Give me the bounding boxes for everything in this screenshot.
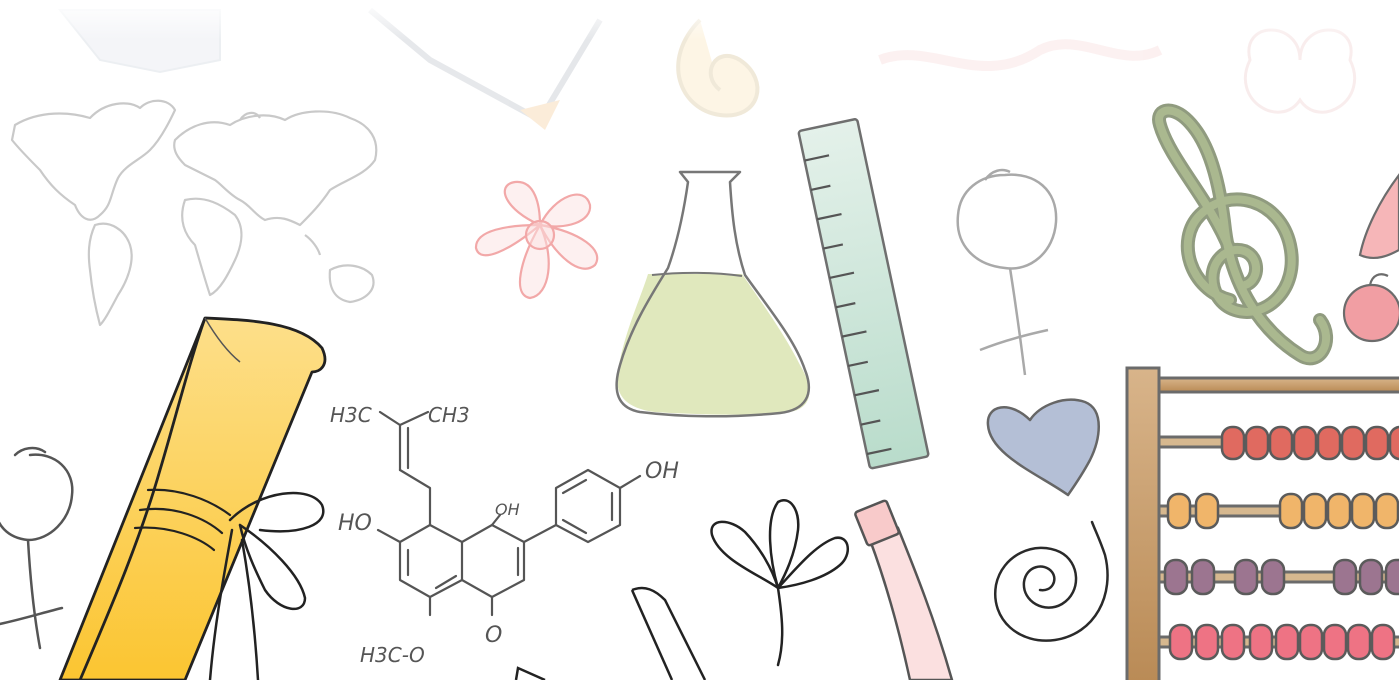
erlenmeyer-flask-doodle xyxy=(615,170,811,418)
ribbon-bow-icon xyxy=(208,491,325,680)
label-h3c-o: H3C-O xyxy=(360,643,425,667)
sprout-doodle xyxy=(710,499,849,667)
abacus-row-purple xyxy=(1163,558,1399,596)
treble-clef-doodle xyxy=(1152,103,1333,366)
world-map-doodle xyxy=(10,99,378,327)
label-oh-ring: OH xyxy=(495,500,520,519)
female-symbol-doodle xyxy=(956,168,1058,376)
diploma-scroll-doodle xyxy=(58,316,327,680)
spiral-doodle xyxy=(993,520,1109,642)
pencil-doodle xyxy=(630,586,707,680)
test-tube-doodle xyxy=(854,499,954,680)
label-o-ketone: O xyxy=(485,623,502,648)
abacus-row-orange xyxy=(1166,492,1399,530)
abacus-doodle xyxy=(1125,366,1399,680)
heart-doodle xyxy=(986,398,1100,497)
stick-figure-doodle xyxy=(0,446,74,650)
molecule-structure-doodle xyxy=(376,410,642,617)
label-oh-top-right: OH xyxy=(645,459,679,484)
abacus-row-red xyxy=(1220,425,1399,461)
label-h3c-left: H3C xyxy=(330,403,372,427)
label-ch3-right: CH3 xyxy=(428,403,470,427)
abacus-row-pink xyxy=(1168,623,1396,661)
pink-note-doodle xyxy=(1342,173,1399,343)
label-ho-left: HO xyxy=(338,511,372,536)
arrow-doodle xyxy=(514,666,546,680)
molecule-labels: H3C CH3 HO OH OH H3C-O O xyxy=(330,403,679,667)
ruler-doodle xyxy=(797,118,930,470)
flower-doodle xyxy=(474,180,599,300)
